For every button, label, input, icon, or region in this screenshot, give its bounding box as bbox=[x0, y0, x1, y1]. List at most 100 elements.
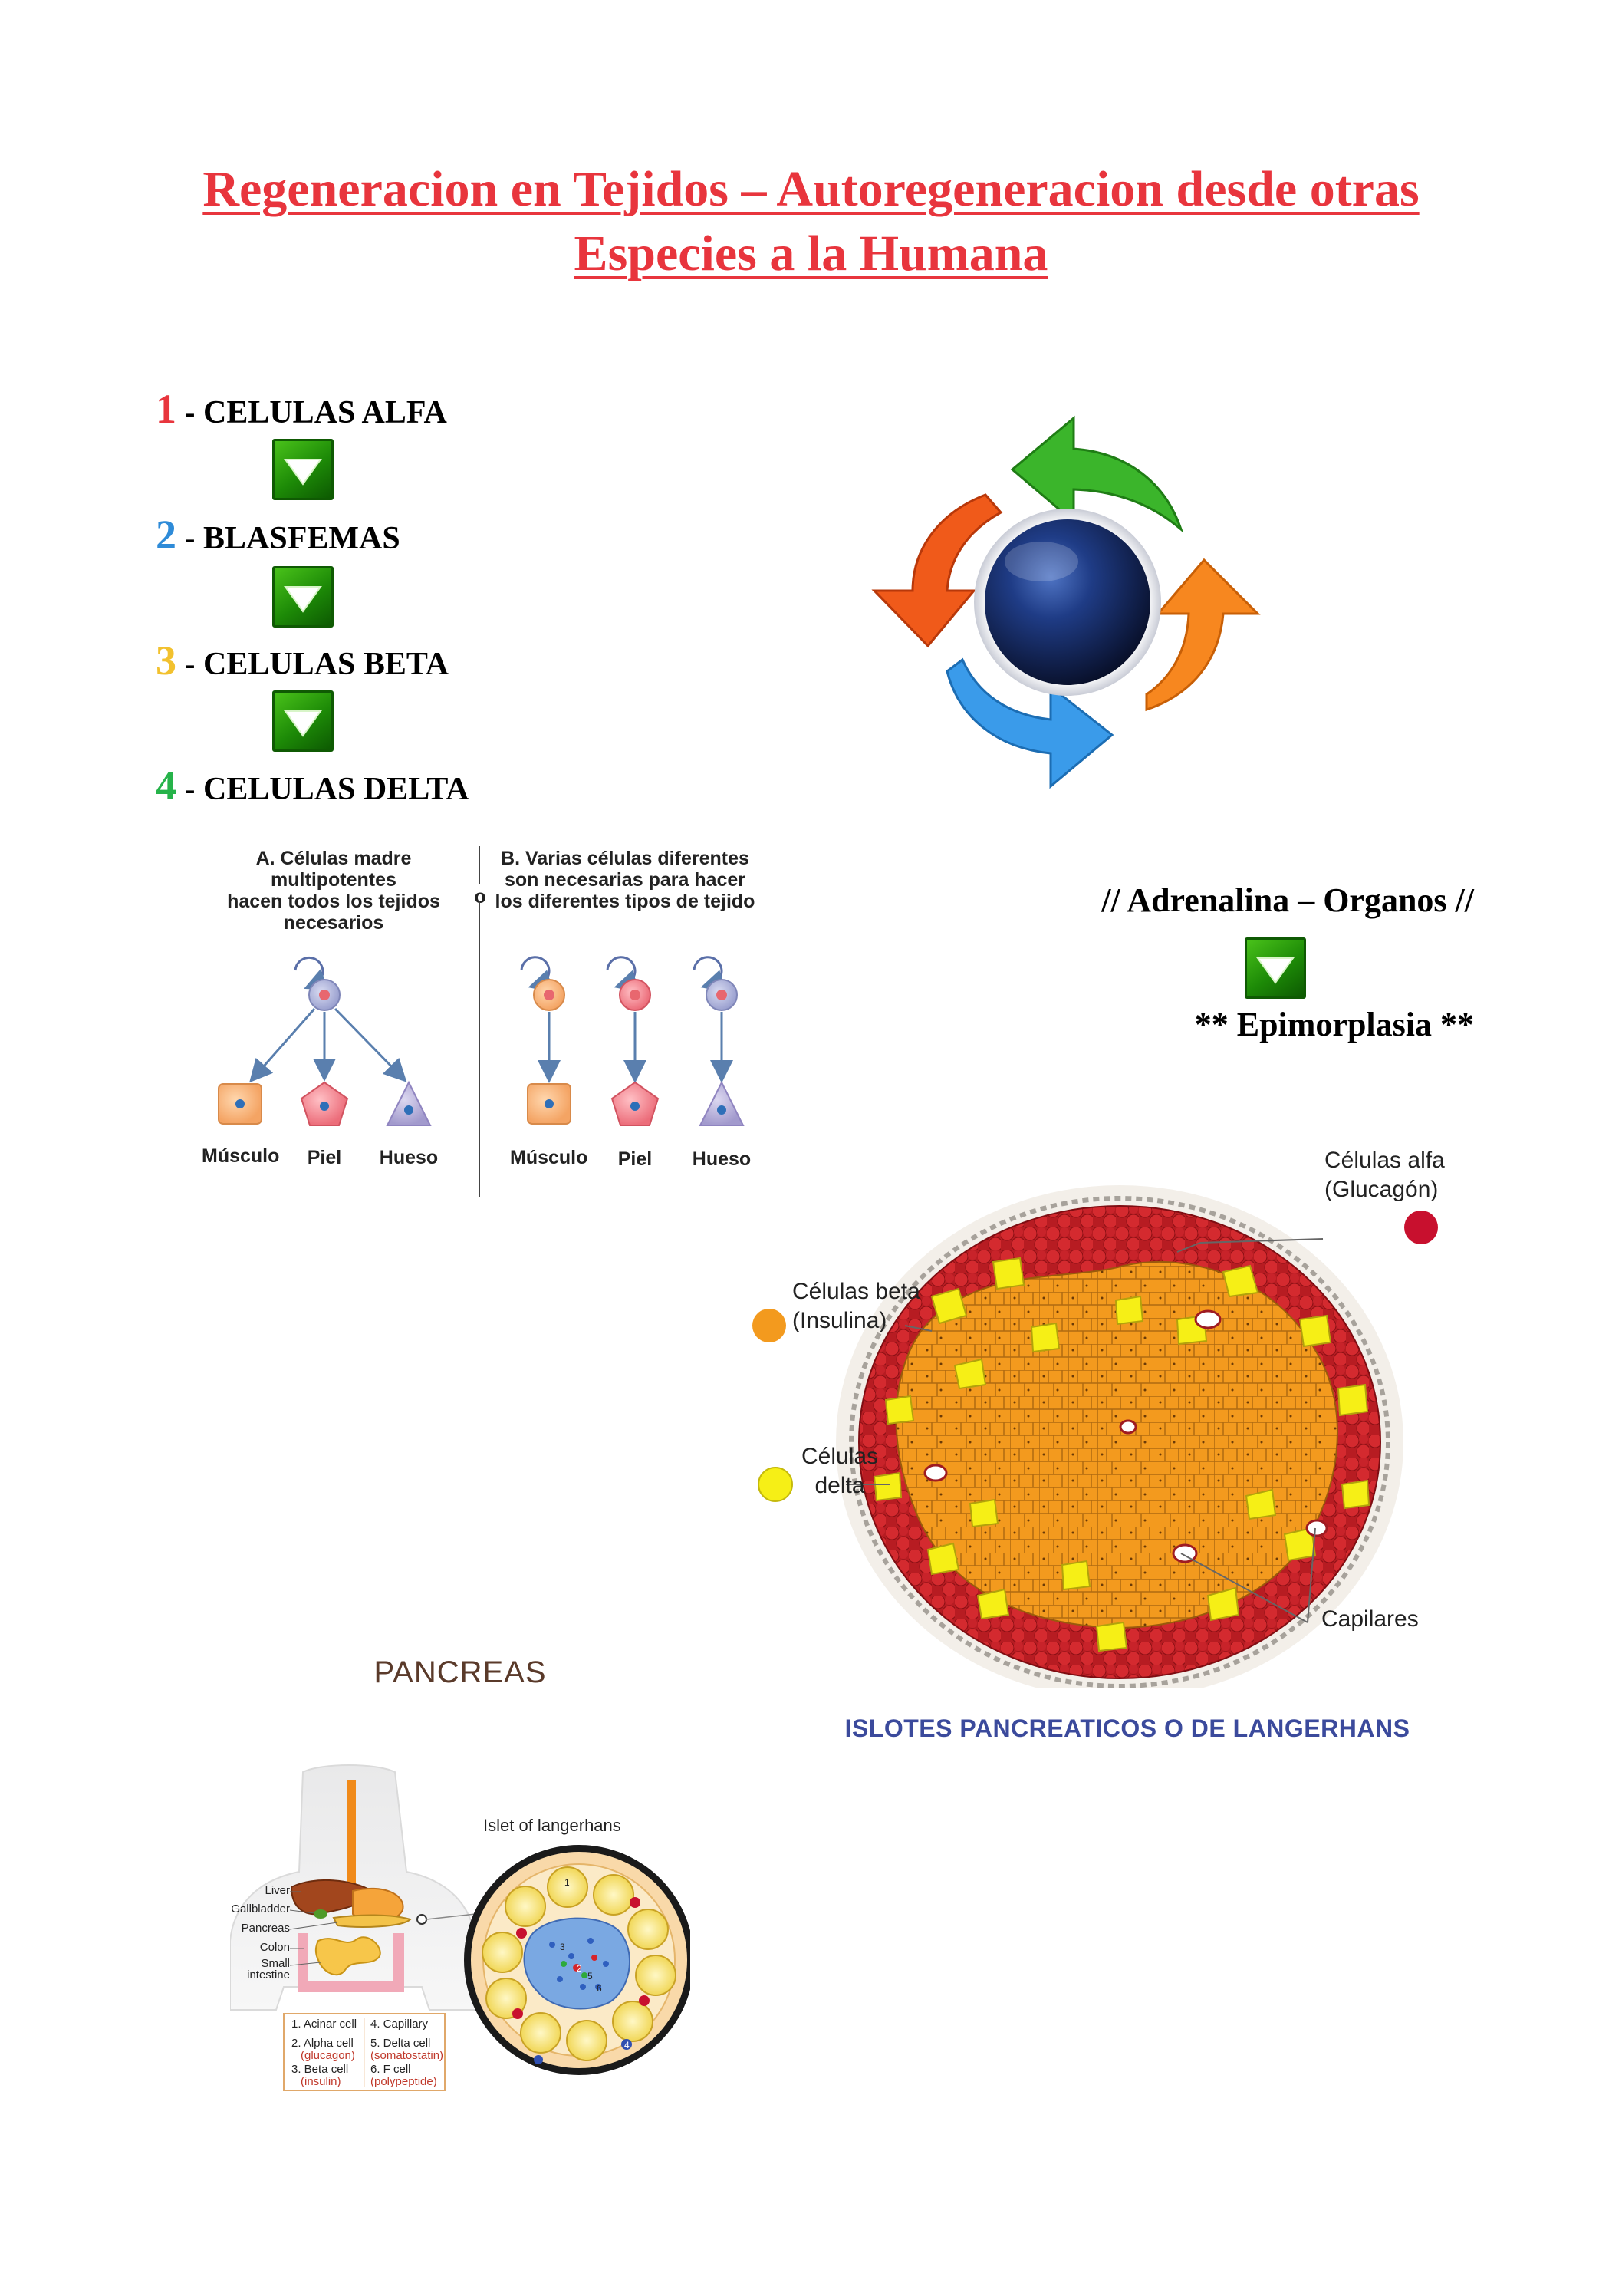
beta-swatch bbox=[752, 1309, 786, 1342]
blue-arrow-icon bbox=[946, 657, 1114, 789]
organ-label-pancreas: Pancreas bbox=[241, 1922, 290, 1935]
skin-cell-a bbox=[300, 1081, 349, 1126]
down-arrow-icon bbox=[272, 439, 334, 500]
panel-b-text: B. Varias células diferentes son necesar… bbox=[491, 848, 759, 912]
skin-cell-b bbox=[610, 1081, 660, 1126]
alpha-swatch bbox=[1404, 1211, 1438, 1244]
page-title: Regeneracion en Tejidos – Autoregeneraci… bbox=[77, 157, 1545, 286]
organ-label-small: Small bbox=[261, 1957, 290, 1970]
panel-b-letter: B. bbox=[501, 848, 521, 869]
step-2-label: - BLASFEMAS bbox=[184, 521, 400, 556]
panel-a-line-3: necesarios bbox=[283, 912, 384, 934]
delta-cells-label: Células delta bbox=[801, 1442, 878, 1500]
panel-b-line-1: Varias células diferentes bbox=[525, 848, 749, 869]
stem-cell-b-skin bbox=[606, 956, 651, 1011]
orange-arrow-icon bbox=[1145, 558, 1261, 712]
legend-beta-sub: (insulin) bbox=[301, 2075, 341, 2088]
step-4-label: - CELULAS DELTA bbox=[184, 772, 469, 807]
colon-icon bbox=[298, 1933, 404, 1992]
step-1: 1 - CELULAS ALFA bbox=[156, 385, 447, 433]
legend-alpha: 2. Alpha cell (glucagon) bbox=[291, 2037, 355, 2062]
step-1-number: 1 bbox=[156, 386, 176, 432]
or-label: o bbox=[474, 886, 486, 908]
legend-delta-name: 5. Delta cell bbox=[370, 2037, 431, 2050]
legend-delta: 5. Delta cell (somatostatin) bbox=[370, 2037, 443, 2062]
legend-capillary: 4. Capillary bbox=[370, 2018, 428, 2031]
stem-cell-b-bone bbox=[693, 956, 738, 1011]
small-intestine-icon bbox=[315, 1936, 381, 1975]
beta-cells-line-2: (Insulina) bbox=[792, 1308, 887, 1333]
down-arrow-icon bbox=[272, 566, 334, 628]
pancreas-title: PANCREAS bbox=[373, 1655, 547, 1689]
islet-magnified bbox=[464, 1845, 690, 2075]
panel-b-line-3: los diferentes tipos de tejido bbox=[495, 891, 755, 912]
panel-a-line-1: Células madre multipotentes bbox=[271, 848, 412, 891]
bone-cell-b bbox=[699, 1080, 745, 1126]
legend-delta-sub: (somatostatin) bbox=[370, 2049, 444, 2062]
islet-diagram: Células alfa (Glucagón) Células beta (In… bbox=[748, 1135, 1469, 1688]
step-3: 3 - CELULAS BETA bbox=[156, 637, 449, 684]
step-4: 4 - CELULAS DELTA bbox=[156, 762, 469, 809]
tissue-label-skin-a: Piel bbox=[307, 1147, 342, 1168]
tissue-label-skin-b: Piel bbox=[617, 1148, 653, 1170]
alpha-cells-line-2: (Glucagón) bbox=[1324, 1177, 1439, 1202]
beta-cells-label: Células beta (Insulina) bbox=[792, 1277, 920, 1336]
title-line-1: Regeneracion en Tejidos – Autoregeneraci… bbox=[202, 161, 1420, 217]
step-2: 2 - BLASFEMAS bbox=[156, 511, 400, 558]
tissue-label-bone-a: Hueso bbox=[379, 1147, 439, 1168]
step-3-label: - CELULAS BETA bbox=[184, 647, 449, 682]
delta-cells-line-1: Células bbox=[801, 1444, 879, 1469]
tissue-label-muscle-b: Músculo bbox=[510, 1147, 588, 1168]
muscle-cell-a bbox=[218, 1083, 262, 1125]
multipotent-stem-cell bbox=[294, 956, 341, 1011]
legend-acinar-name: 1. Acinar cell bbox=[291, 2018, 357, 2031]
cycle-arrows-graphic bbox=[844, 399, 1288, 805]
islet-svg bbox=[752, 1185, 1438, 1688]
alpha-cells-line-1: Células alfa bbox=[1324, 1148, 1445, 1173]
legend-alpha-name: 2. Alpha cell bbox=[291, 2037, 354, 2050]
delta-swatch bbox=[758, 1467, 793, 1502]
legend-beta: 3. Beta cell (insulin) bbox=[291, 2064, 348, 2088]
organ-label-gallbladder: Gallbladder bbox=[231, 1902, 290, 1916]
down-arrow-icon bbox=[1245, 937, 1306, 999]
islet-number-2: 2 bbox=[577, 1963, 582, 1974]
islet-number-3: 3 bbox=[560, 1942, 565, 1952]
red-orange-arrow-icon bbox=[871, 493, 1003, 648]
alpha-cells-label: Células alfa (Glucagón) bbox=[1324, 1146, 1445, 1204]
panel-a-text: A. Células madre multipotentes hacen tod… bbox=[196, 848, 472, 934]
title-line-2: Especies a la Humana bbox=[574, 226, 1048, 282]
beta-cells-line-1: Células beta bbox=[792, 1279, 920, 1304]
down-arrow-icon bbox=[272, 690, 334, 752]
legend-alpha-sub: (glucagon) bbox=[301, 2049, 355, 2062]
green-arrow-icon bbox=[1010, 415, 1184, 533]
legend-f-cell-name: 6. F cell bbox=[370, 2063, 411, 2076]
legend-acinar: 1. Acinar cell bbox=[291, 2018, 357, 2031]
organ-label-liver: Liver bbox=[265, 1884, 290, 1897]
legend-capillary-name: 4. Capillary bbox=[370, 2018, 429, 2031]
tissue-label-muscle-a: Músculo bbox=[202, 1145, 280, 1167]
islet-number-1: 1 bbox=[564, 1877, 570, 1888]
panel-b-line-2: son necesarias para hacer bbox=[504, 869, 746, 891]
muscle-cell-b bbox=[527, 1083, 571, 1125]
islet-number-5: 5 bbox=[587, 1971, 593, 1981]
step-4-number: 4 bbox=[156, 763, 176, 809]
legend-f-cell: 6. F cell (polypeptide) bbox=[370, 2064, 437, 2088]
delta-cells-line-2: delta bbox=[814, 1473, 865, 1498]
islet-number-4: 4 bbox=[624, 2040, 630, 2051]
islet-of-langerhans-label: Islet of langerhans bbox=[483, 1816, 621, 1835]
panel-a-letter: A. bbox=[255, 848, 275, 869]
pancreas-organ-icon bbox=[332, 1914, 412, 1928]
pancreas-diagram: Islet of langerhans Liver Gallbladder Pa… bbox=[230, 1757, 690, 2110]
organ-label-colon: Colon bbox=[259, 1941, 290, 1954]
epimorplasia-text: ** Epimorplasia ** bbox=[1194, 1006, 1474, 1043]
bone-cell-a bbox=[386, 1080, 432, 1126]
stem-cell-diagram: A. Células madre multipotentes hacen tod… bbox=[196, 840, 763, 1201]
organ-label-intestine: intestine bbox=[247, 1968, 290, 1981]
legend-beta-name: 3. Beta cell bbox=[291, 2063, 349, 2076]
delta-cells bbox=[873, 1257, 1370, 1652]
panel-a-line-2: hacen todos los tejidos bbox=[227, 891, 440, 912]
step-1-label: - CELULAS ALFA bbox=[184, 395, 447, 430]
legend-f-cell-sub: (polypeptide) bbox=[370, 2075, 437, 2088]
step-2-number: 2 bbox=[156, 512, 176, 558]
tissue-label-bone-b: Hueso bbox=[692, 1148, 752, 1170]
